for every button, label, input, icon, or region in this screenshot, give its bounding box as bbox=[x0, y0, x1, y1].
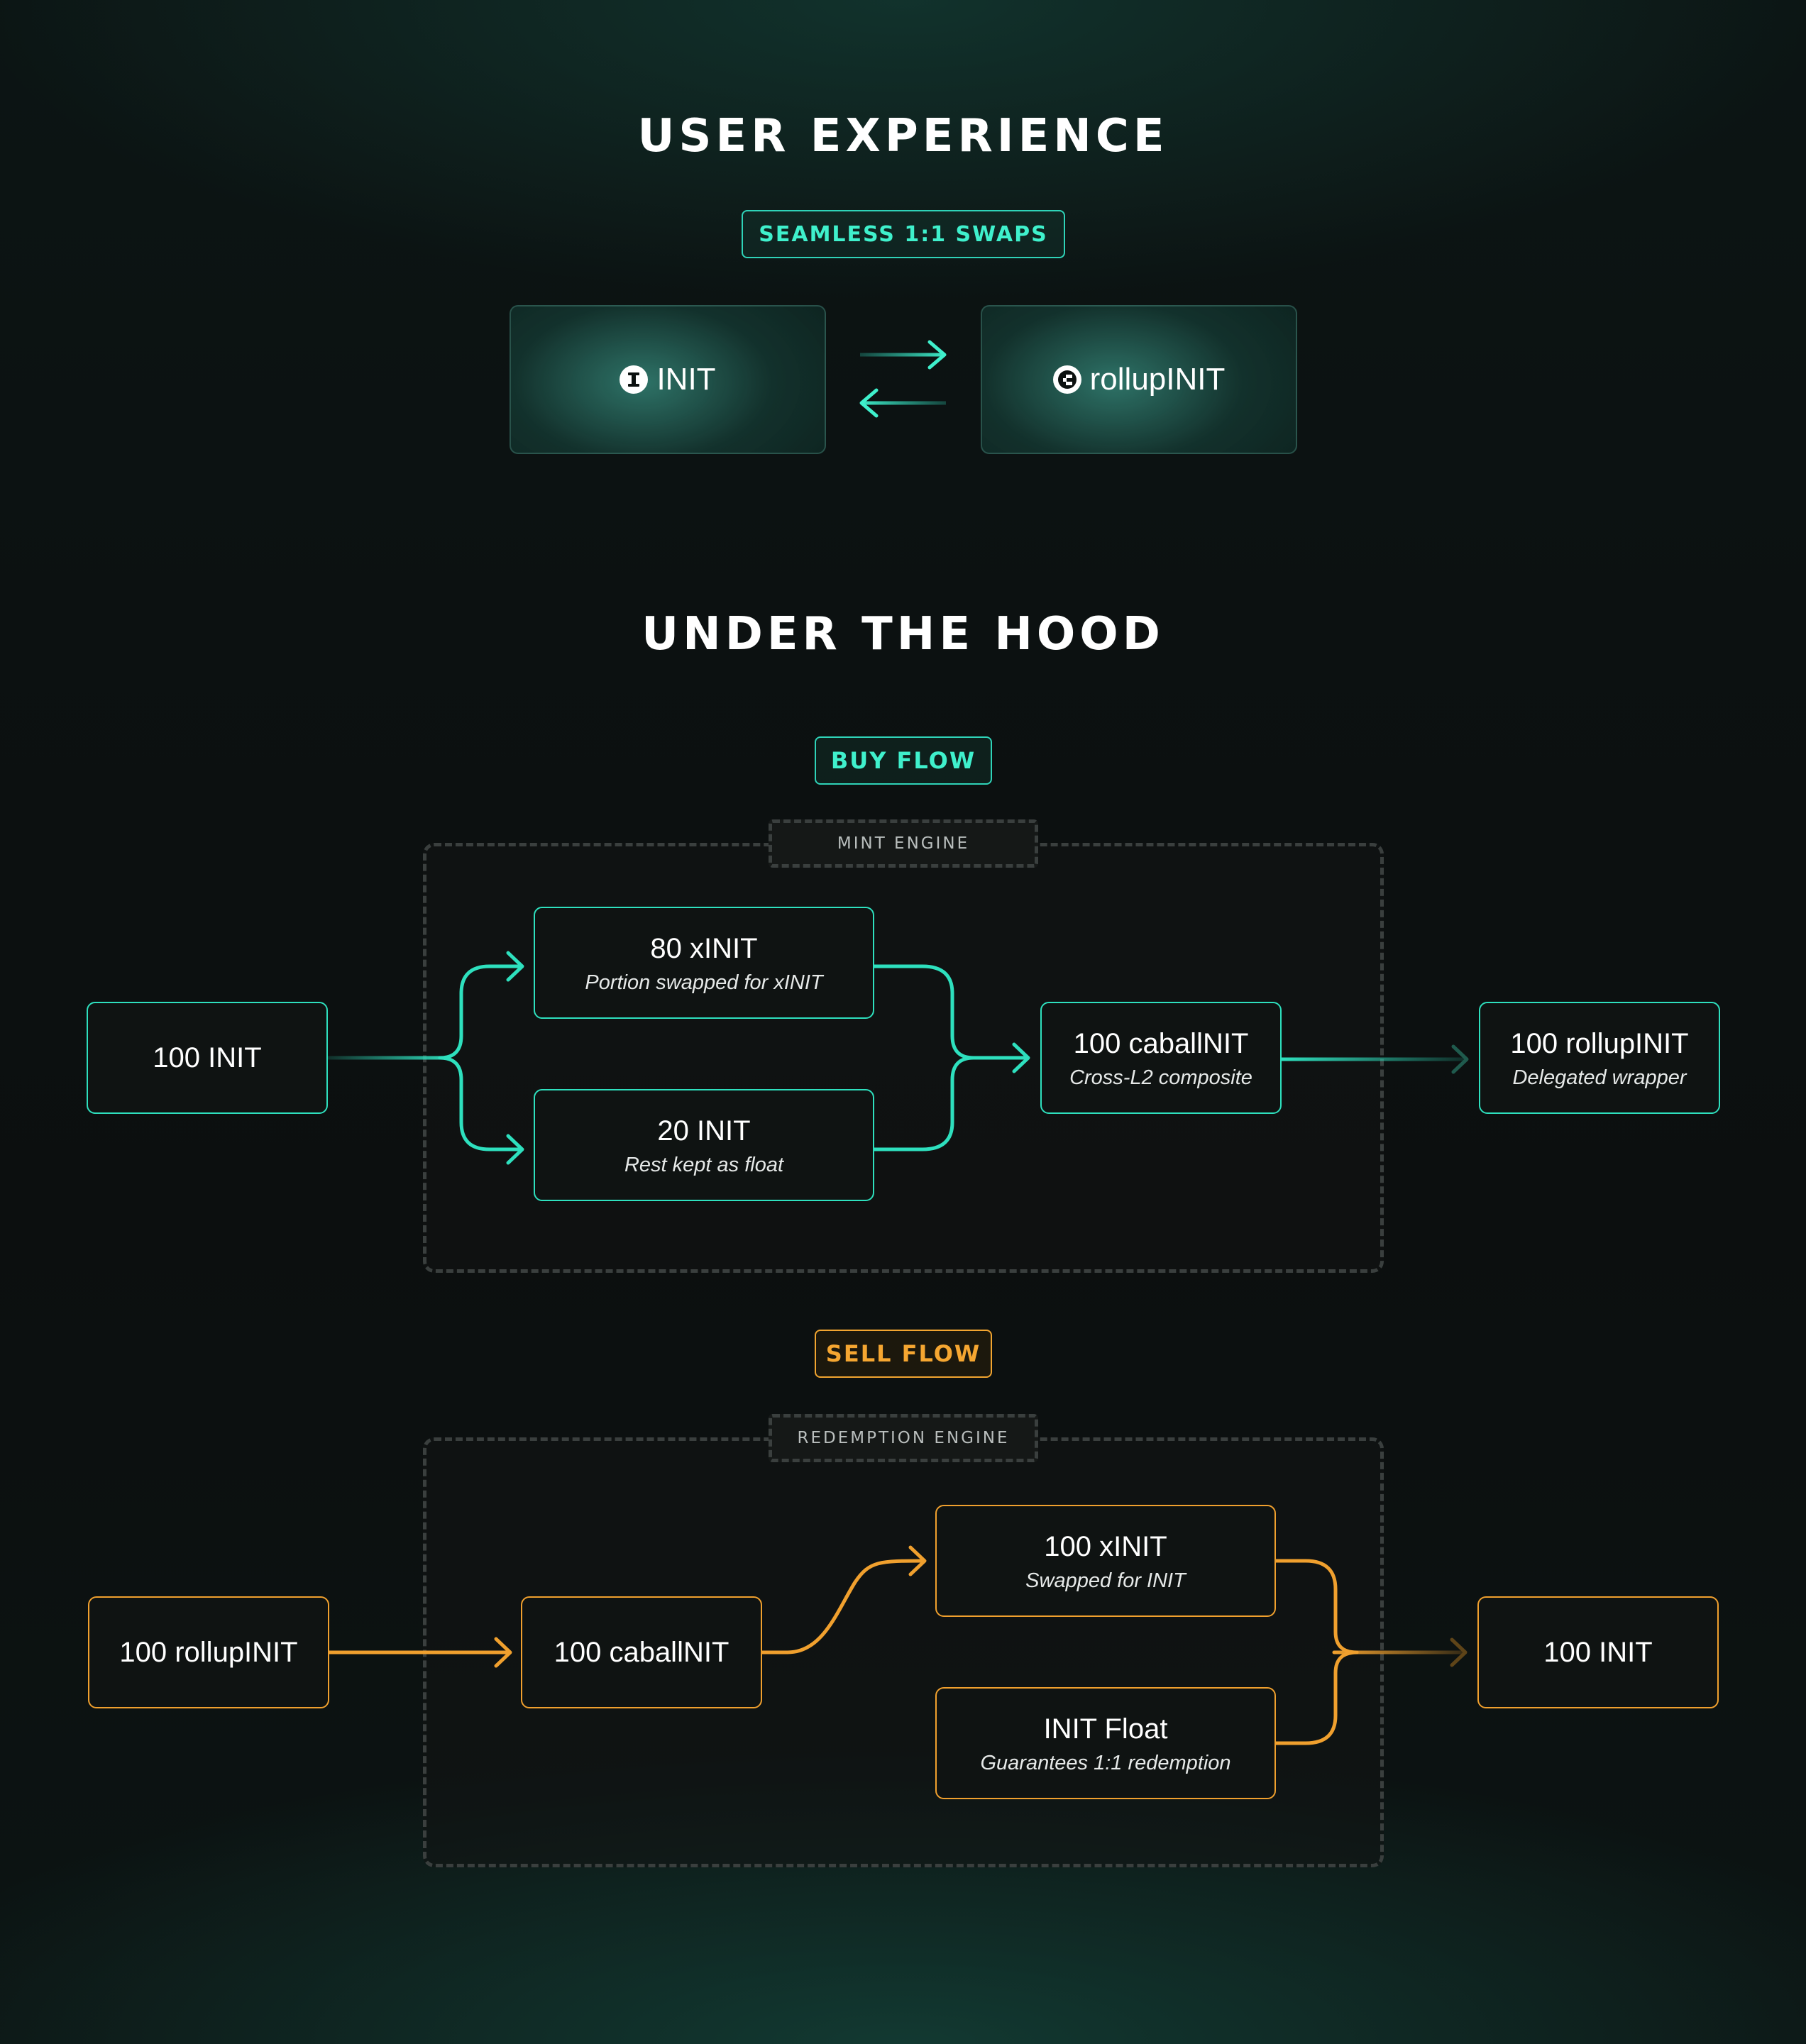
sell-input-title: 100 rollupINIT bbox=[119, 1637, 298, 1668]
init-logo-icon bbox=[620, 365, 649, 394]
redemption-engine-label: REDEMPTION ENGINE bbox=[769, 1414, 1038, 1462]
rollupinit-token-card[interactable]: rollupINIT bbox=[981, 305, 1297, 454]
buy-input-node: 100 INIT bbox=[87, 1002, 328, 1114]
buy-output-arrowhead-icon bbox=[1451, 1044, 1469, 1074]
buy-split-top-subtitle: Portion swapped for xINIT bbox=[585, 971, 823, 994]
buy-flow-badge: BUY FLOW bbox=[815, 736, 992, 785]
mint-engine-label: MINT ENGINE bbox=[769, 819, 1038, 868]
seamless-swaps-badge: SEAMLESS 1:1 SWAPS bbox=[742, 210, 1065, 258]
user-experience-heading: USER EXPERIENCE bbox=[637, 110, 1169, 162]
buy-split-top-arrowhead-icon bbox=[506, 951, 524, 982]
sell-split-bottom-title: INIT Float bbox=[1043, 1713, 1168, 1745]
sell-input-node: 100 rollupINIT bbox=[88, 1596, 329, 1708]
buy-output-title: 100 rollupINIT bbox=[1510, 1027, 1689, 1059]
rollupinit-token-label: rollupINIT bbox=[1089, 362, 1226, 397]
sell-cabal-connector bbox=[760, 1559, 926, 1654]
rollupinit-logo-icon bbox=[1052, 365, 1081, 394]
buy-split-top-connector bbox=[438, 964, 524, 1060]
sell-merge-bottom-connector bbox=[1274, 1650, 1359, 1745]
init-token-card[interactable]: INIT bbox=[510, 305, 826, 454]
sell-output-node: 100 INIT bbox=[1477, 1596, 1719, 1708]
buy-merge-arrowhead-icon bbox=[1012, 1042, 1030, 1073]
buy-split-top-node: 80 xINIT Portion swapped for xINIT bbox=[534, 907, 874, 1019]
sell-split-bottom-subtitle: Guarantees 1:1 redemption bbox=[980, 1751, 1231, 1774]
swap-left-arrow-icon bbox=[859, 388, 946, 418]
sell-merge-top-connector bbox=[1274, 1559, 1359, 1654]
buy-merge-top-connector bbox=[872, 964, 976, 1060]
sell-split-top-title: 100 xINIT bbox=[1044, 1530, 1167, 1562]
buy-split-bottom-node: 20 INIT Rest kept as float bbox=[534, 1089, 874, 1201]
buy-output-node: 100 rollupINIT Delegated wrapper bbox=[1479, 1002, 1720, 1114]
buy-split-top-title: 80 xINIT bbox=[650, 932, 758, 964]
sell-cabal-arrowhead-icon bbox=[908, 1545, 927, 1576]
init-token-label: INIT bbox=[656, 362, 716, 397]
sell-input-arrowhead-icon bbox=[494, 1637, 512, 1668]
buy-input-title: 100 INIT bbox=[153, 1042, 262, 1073]
swap-right-arrow-icon bbox=[860, 340, 947, 370]
buy-composite-node: 100 caballNIT Cross-L2 composite bbox=[1040, 1002, 1282, 1114]
buy-composite-subtitle: Cross-L2 composite bbox=[1069, 1066, 1252, 1089]
buy-split-bottom-title: 20 INIT bbox=[657, 1115, 751, 1147]
sell-output-arrowhead-icon bbox=[1450, 1637, 1468, 1667]
sell-split-top-node: 100 xINIT Swapped for INIT bbox=[935, 1505, 1276, 1617]
buy-merge-bottom-connector bbox=[872, 1056, 976, 1151]
buy-split-bottom-subtitle: Rest kept as float bbox=[624, 1153, 784, 1176]
buy-split-bottom-connector bbox=[438, 1056, 524, 1151]
buy-split-bottom-arrowhead-icon bbox=[506, 1134, 524, 1165]
sell-output-title: 100 INIT bbox=[1543, 1637, 1653, 1668]
under-the-hood-heading: UNDER THE HOOD bbox=[642, 608, 1164, 661]
buy-output-subtitle: Delegated wrapper bbox=[1512, 1066, 1687, 1089]
buy-composite-title: 100 caballNIT bbox=[1073, 1027, 1249, 1059]
sell-split-bottom-node: INIT Float Guarantees 1:1 redemption bbox=[935, 1687, 1276, 1799]
sell-split-top-subtitle: Swapped for INIT bbox=[1025, 1569, 1186, 1592]
sell-cabal-title: 100 caballNIT bbox=[554, 1637, 729, 1668]
sell-cabal-node: 100 caballNIT bbox=[521, 1596, 762, 1708]
sell-flow-badge: SELL FLOW bbox=[815, 1330, 992, 1378]
